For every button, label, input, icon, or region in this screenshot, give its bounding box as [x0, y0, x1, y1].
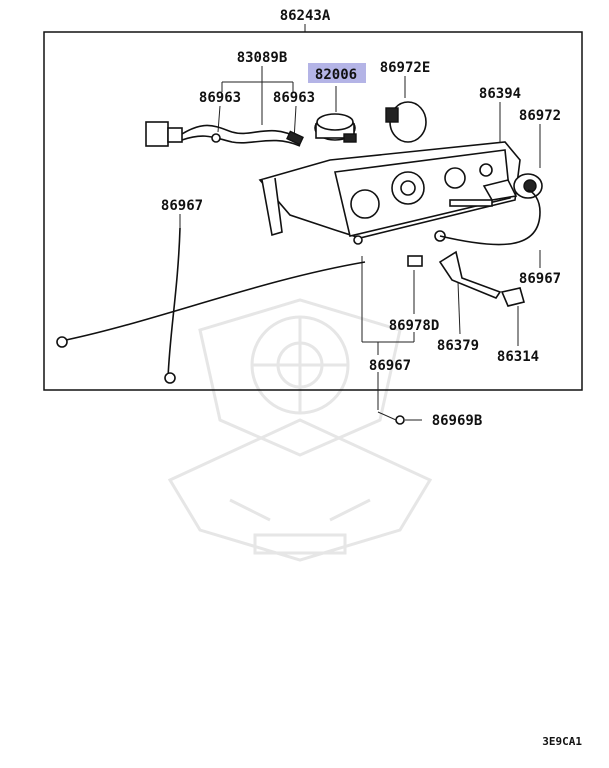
knob-86314 [500, 287, 525, 307]
screw [377, 411, 405, 425]
part-label[interactable]: 86379 [437, 338, 479, 354]
part-label[interactable]: 86978D [389, 318, 440, 334]
assembly-label: 86243A [280, 8, 331, 24]
part-highlight [308, 63, 366, 83]
part-label[interactable]: 86967 [519, 271, 561, 287]
part-label[interactable]: 86972 [519, 108, 561, 124]
figure-reference: 3E9CA1 [542, 735, 582, 748]
knob-86394 [482, 179, 518, 201]
part-label-highlighted[interactable]: 82006 [315, 67, 357, 83]
part-label[interactable]: 86314 [497, 349, 539, 365]
part-label[interactable]: 86394 [479, 86, 521, 102]
blower-switch [314, 113, 357, 143]
part-label[interactable]: 86963 [199, 90, 241, 106]
part-label[interactable]: 86963 [273, 90, 315, 106]
knob-86972 [513, 173, 543, 199]
part-label[interactable]: 86972E [380, 60, 431, 76]
control-panel [258, 141, 521, 245]
cable-clip [407, 255, 423, 267]
lever-86379 [438, 250, 502, 299]
control-cables [56, 189, 541, 384]
part-label[interactable]: 86967 [369, 358, 411, 374]
knob-cap [385, 101, 427, 143]
part-label[interactable]: 83089B [237, 50, 288, 66]
part-label[interactable]: 86969B [432, 413, 483, 429]
wiring-harness [145, 121, 304, 147]
leader-lines [179, 66, 541, 421]
watermark-emblem [167, 298, 433, 562]
part-label[interactable]: 86967 [161, 198, 203, 214]
assembly-frame [43, 24, 583, 391]
